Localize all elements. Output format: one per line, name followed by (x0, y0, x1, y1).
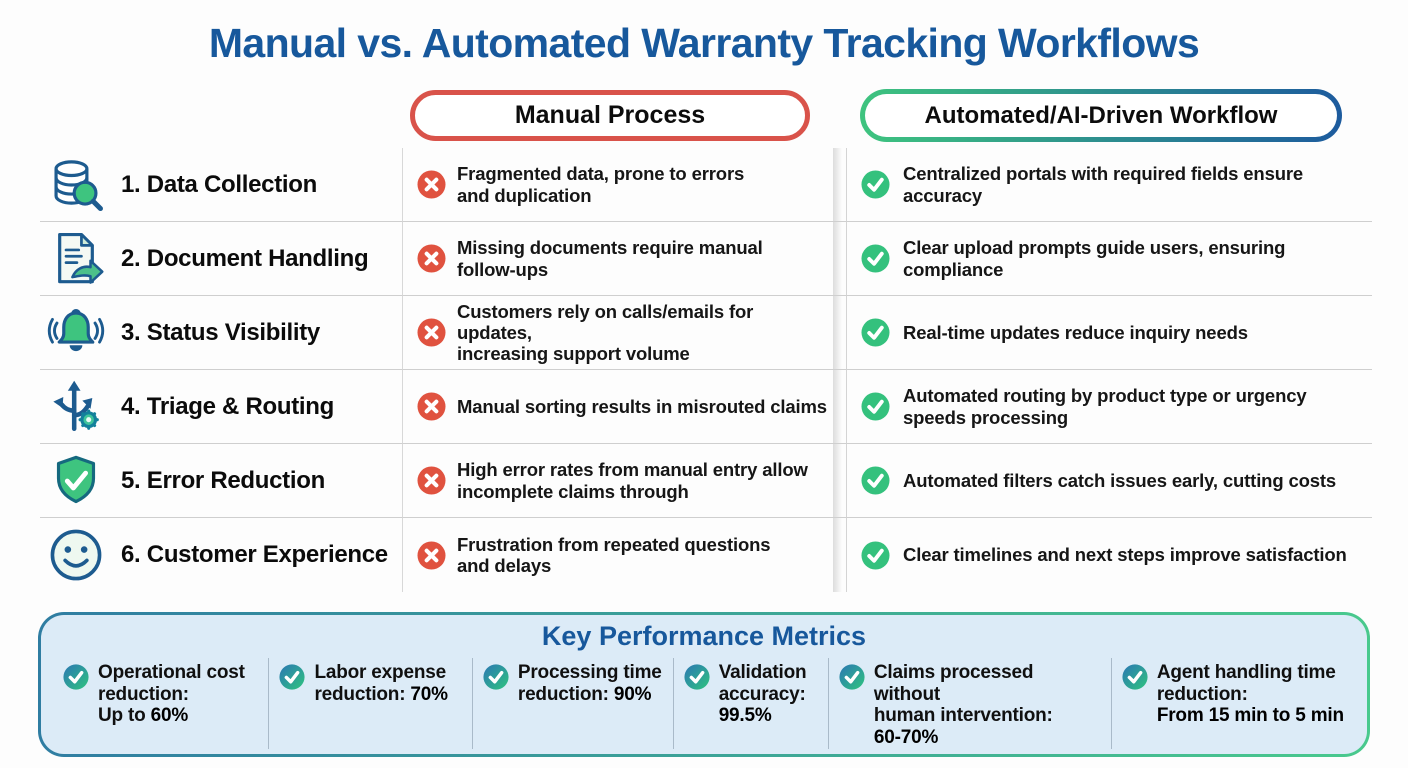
x-circle-icon (417, 540, 446, 570)
x-circle-icon (417, 466, 446, 495)
row-label: 5. Error Reduction (121, 466, 325, 494)
x-circle-icon (417, 318, 446, 347)
document-arrow-icon (46, 229, 106, 289)
check-circle-icon (861, 392, 890, 421)
row-label: 4. Triage & Routing (121, 392, 334, 420)
bell-notification-icon (46, 303, 106, 363)
metric-item: Claims processed without human intervent… (829, 658, 1112, 749)
metric-item: Operational cost reduction: Up to 60% (53, 658, 270, 749)
key-performance-metrics-panel: Key Performance Metrics Operational cost… (38, 612, 1370, 757)
check-circle-gradient-icon (839, 664, 865, 690)
metric-item: Agent handling time reduction: From 15 m… (1112, 658, 1357, 749)
automated-point: Clear timelines and next steps improve s… (903, 544, 1347, 566)
metric-value: 70% (410, 683, 448, 705)
automated-point: Centralized portals with required fields… (903, 163, 1304, 206)
check-circle-gradient-icon (279, 664, 306, 690)
page-title: Manual vs. Automated Warranty Tracking W… (208, 20, 1200, 66)
manual-point: Frustration from repeated questions and … (457, 533, 771, 576)
row-label: 3. Status Visibility (121, 318, 320, 346)
metric-text: Labor expense reduction: 70% (314, 662, 448, 705)
row-label: 1. Data Collection (121, 170, 317, 198)
check-circle-gradient-icon (684, 664, 710, 690)
metric-text: Validation accuracy: 99.5% (718, 662, 807, 727)
column-divider (833, 222, 847, 296)
automated-workflow-header-label: Automated/AI-Driven Workflow (924, 101, 1278, 129)
manual-point: Manual sorting results in misrouted clai… (457, 395, 827, 417)
smiley-face-icon (46, 525, 106, 585)
metric-value: 60-70% (873, 726, 939, 748)
x-circle-icon (417, 392, 446, 421)
x-circle-icon (417, 170, 446, 199)
automated-workflow-header: Automated/AI-Driven Workflow (860, 89, 1342, 142)
check-circle-gradient-icon (483, 664, 509, 690)
manual-process-header-label: Manual Process (514, 101, 706, 129)
metric-item: Validation accuracy: 99.5% (674, 658, 829, 749)
column-divider (833, 296, 847, 370)
table-row: 5. Error Reduction High error rates from… (40, 444, 1372, 518)
metric-value: 90% (613, 683, 652, 705)
manual-point: Fragmented data, prone to errors and dup… (457, 163, 745, 206)
metric-text: Claims processed without human intervent… (873, 662, 1053, 748)
column-divider (833, 518, 847, 592)
database-search-icon (46, 155, 106, 215)
check-circle-icon (861, 170, 890, 199)
check-circle-icon (861, 540, 890, 570)
metric-text: Agent handling time reduction: From 15 m… (1156, 662, 1344, 727)
column-divider (833, 444, 847, 518)
check-circle-gradient-icon (63, 664, 89, 690)
table-row: 2. Document Handling Missing documents r… (40, 222, 1372, 296)
table-row: 4. Triage & Routing Manual sorting resul… (40, 370, 1372, 444)
manual-process-header: Manual Process (410, 90, 810, 141)
shield-check-icon (46, 451, 106, 511)
check-circle-icon (861, 466, 890, 495)
row-label: 2. Document Handling (121, 244, 369, 272)
metric-value: 60% (150, 705, 189, 727)
metric-text: Processing time reduction: 90% (517, 662, 662, 705)
automated-point: Automated routing by product type or urg… (903, 385, 1307, 428)
manual-point: High error rates from manual entry allow… (457, 459, 808, 502)
x-circle-icon (417, 244, 446, 273)
automated-point: Clear upload prompts guide users, ensuri… (903, 237, 1286, 280)
comparison-table: 1. Data Collection Fragmented data, pron… (40, 148, 1372, 592)
check-circle-icon (861, 244, 890, 273)
automated-point: Real-time updates reduce inquiry needs (903, 321, 1248, 343)
row-label: 6. Customer Experience (121, 541, 388, 568)
metric-item: Labor expense reduction: 70% (269, 658, 473, 749)
routing-arrows-gear-icon (46, 377, 106, 437)
metric-item: Processing time reduction: 90% (473, 658, 674, 749)
check-circle-gradient-icon (1122, 664, 1148, 690)
metric-value: 99.5% (718, 705, 772, 727)
metric-text: Operational cost reduction: Up to 60% (98, 662, 245, 727)
column-divider (833, 370, 847, 444)
table-row: 6. Customer Experience Frustration from … (40, 518, 1372, 592)
manual-point: Customers rely on calls/emails for updat… (457, 300, 754, 365)
check-circle-icon (861, 318, 890, 347)
metric-value: From 15 min to 5 min (1156, 705, 1344, 727)
column-divider (833, 148, 847, 222)
table-row: 3. Status Visibility Customers rely on c… (40, 296, 1372, 370)
metrics-title: Key Performance Metrics (541, 621, 867, 651)
manual-point: Missing documents require manual follow-… (457, 237, 763, 280)
table-row: 1. Data Collection Fragmented data, pron… (40, 148, 1372, 222)
automated-point: Automated filters catch issues early, cu… (903, 469, 1337, 491)
